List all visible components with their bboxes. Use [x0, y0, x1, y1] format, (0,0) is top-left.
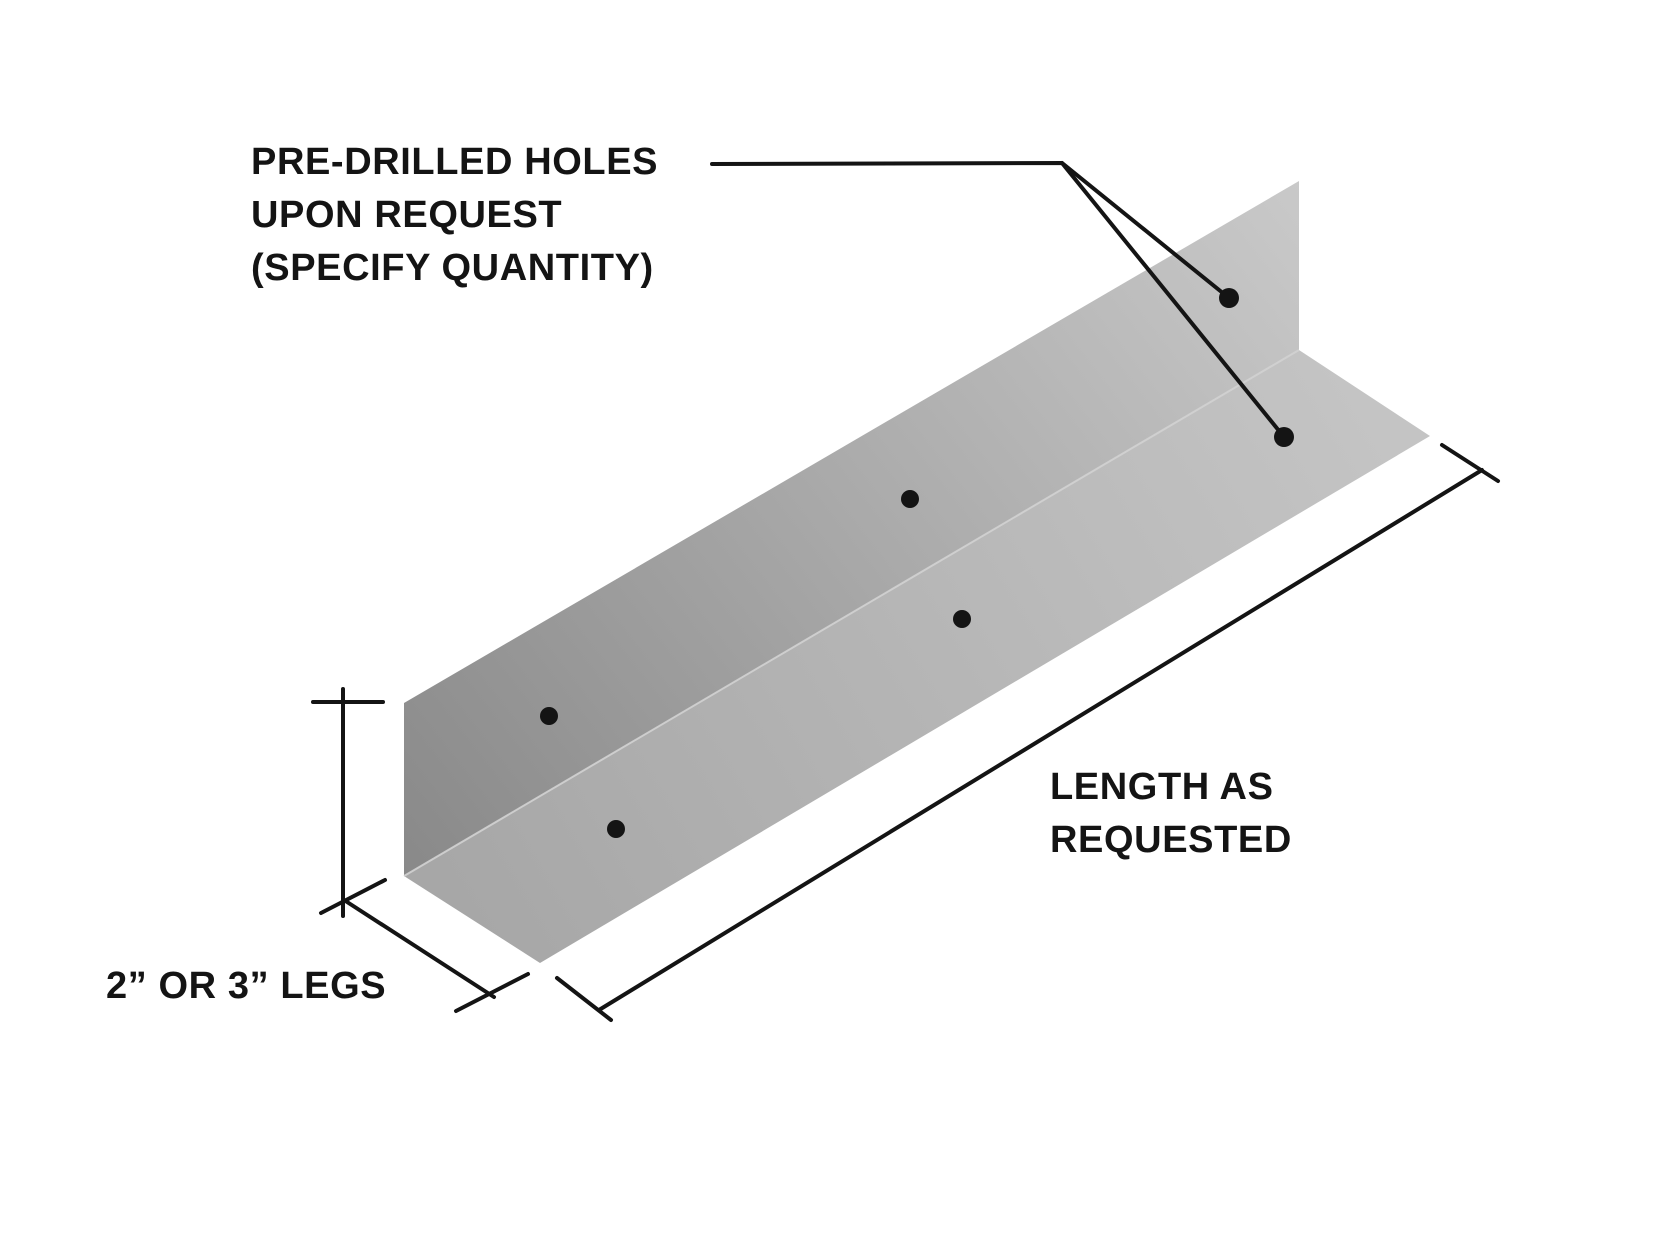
hole-dot-flange-near [607, 820, 625, 838]
dimension-line-leg-width [342, 898, 496, 999]
hole-dot-flange-far [1274, 427, 1294, 447]
label-length-line1: LENGTH AS [1050, 766, 1274, 808]
dimension-tick-length-end [1440, 443, 1500, 483]
label-pre-drilled-holes-line3: (SPECIFY QUANTITY) [251, 247, 654, 289]
fold-highlight-line [403, 349, 1300, 877]
label-pre-drilled-holes-line1: PRE-DRILLED HOLES [251, 141, 659, 183]
label-pre-drilled-holes-line2: UPON REQUEST [251, 194, 563, 236]
hole-dot-flange-middle [953, 610, 971, 628]
dimension-tick-leg-height-bottom [319, 878, 387, 915]
angle-vertical-leg-face [404, 181, 1299, 876]
label-length-line2: REQUESTED [1050, 819, 1292, 861]
hole-dot-vertical-near [540, 707, 558, 725]
dimension-tick-leg-width-end [454, 972, 530, 1013]
angle-horizontal-leg-face [404, 350, 1430, 963]
label-pre-drilled-holes: PRE-DRILLED HOLES UPON REQUEST (SPECIFY … [251, 136, 658, 295]
hole-dot-vertical-far [1219, 288, 1239, 308]
label-length-as-requested: LENGTH AS REQUESTED [1050, 761, 1292, 867]
leader-line-lower-hole [1060, 161, 1286, 439]
dimension-tick-length-start [555, 976, 613, 1022]
hole-dot-vertical-middle [901, 490, 919, 508]
label-legs-size: 2” OR 3” LEGS [106, 965, 387, 1007]
dimension-line-length [597, 468, 1484, 1012]
